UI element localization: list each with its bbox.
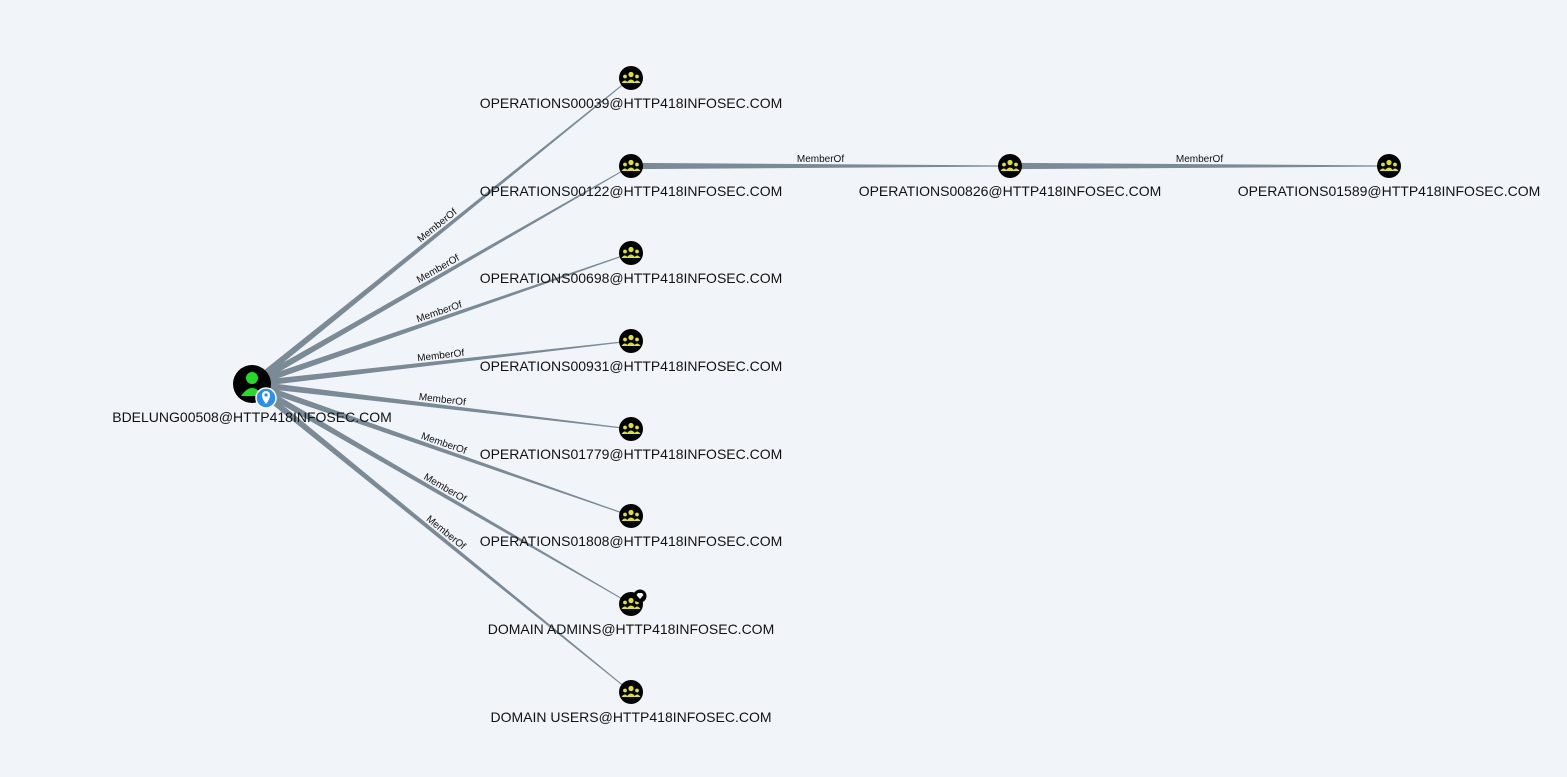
edge-memberof-user-g122[interactable] [250, 165, 632, 387]
node-label: OPERATIONS01589@HTTP418INFOSEC.COM [1238, 183, 1541, 199]
node-label: OPERATIONS01808@HTTP418INFOSEC.COM [480, 533, 783, 549]
group-icon [1379, 159, 1399, 171]
group-icon [621, 71, 641, 83]
edge-memberof-user-g931[interactable] [251, 340, 632, 388]
node-label: DOMAIN USERS@HTTP418INFOSEC.COM [490, 709, 771, 725]
edge-label: MemberOf [416, 207, 460, 245]
edge-label: MemberOf [417, 348, 465, 364]
node-label: BDELUNG00508@HTTP418INFOSEC.COM [112, 409, 392, 425]
node-label: OPERATIONS00122@HTTP418INFOSEC.COM [480, 183, 783, 199]
node-g1589[interactable]: OPERATIONS01589@HTTP418INFOSEC.COM [1238, 154, 1541, 199]
edge-label: MemberOf [797, 154, 844, 165]
node-g1779[interactable]: OPERATIONS01779@HTTP418INFOSEC.COM [480, 417, 783, 462]
group-icon [621, 509, 641, 521]
node-gda[interactable]: DOMAIN ADMINS@HTTP418INFOSEC.COM [488, 589, 774, 638]
location-pin-icon [255, 387, 277, 409]
group-icon [621, 334, 641, 346]
group-icon [621, 246, 641, 258]
group-icon [621, 685, 641, 697]
edge-memberof-user-gdu[interactable] [249, 381, 632, 693]
edge-label: MemberOf [1176, 154, 1223, 165]
group-icon [621, 422, 641, 434]
node-g826[interactable]: OPERATIONS00826@HTTP418INFOSEC.COM [859, 154, 1162, 199]
edges-layer [249, 77, 1389, 693]
node-g039[interactable]: OPERATIONS00039@HTTP418INFOSEC.COM [480, 66, 783, 111]
node-label: OPERATIONS00826@HTTP418INFOSEC.COM [859, 183, 1162, 199]
edge-memberof-user-g1779[interactable] [251, 380, 632, 430]
group-icon [621, 159, 641, 171]
group-icon [1000, 159, 1020, 171]
edge-labels-layer: MemberOfMemberOfMemberOfMemberOfMemberOf… [415, 154, 1223, 552]
gem-icon [633, 589, 647, 603]
node-g931[interactable]: OPERATIONS00931@HTTP418INFOSEC.COM [480, 329, 783, 374]
edge-memberof-user-g698[interactable] [250, 252, 632, 388]
edge-memberof-user-g1808[interactable] [250, 380, 632, 517]
node-g698[interactable]: OPERATIONS00698@HTTP418INFOSEC.COM [480, 241, 783, 286]
node-gdu[interactable]: DOMAIN USERS@HTTP418INFOSEC.COM [490, 680, 772, 725]
node-label: OPERATIONS01779@HTTP418INFOSEC.COM [480, 446, 783, 462]
node-label: OPERATIONS00039@HTTP418INFOSEC.COM [480, 95, 783, 111]
edge-memberof-user-gda[interactable] [250, 381, 632, 605]
edge-label: MemberOf [424, 514, 468, 552]
group-icon [621, 597, 641, 609]
node-user[interactable]: BDELUNG00508@HTTP418INFOSEC.COM [112, 365, 392, 425]
node-label: OPERATIONS00698@HTTP418INFOSEC.COM [480, 270, 783, 286]
edge-memberof-g826-g1589[interactable] [1010, 162, 1389, 170]
edge-memberof-g122-g826[interactable] [631, 162, 1010, 170]
node-label: DOMAIN ADMINS@HTTP418INFOSEC.COM [488, 621, 774, 637]
node-g122[interactable]: OPERATIONS00122@HTTP418INFOSEC.COM [480, 154, 783, 199]
node-label: OPERATIONS00931@HTTP418INFOSEC.COM [480, 358, 783, 374]
nodes-layer: BDELUNG00508@HTTP418INFOSEC.COM OPERATION… [112, 66, 1540, 725]
edge-memberof-user-g039[interactable] [249, 77, 632, 387]
node-g1808[interactable]: OPERATIONS01808@HTTP418INFOSEC.COM [480, 504, 783, 549]
